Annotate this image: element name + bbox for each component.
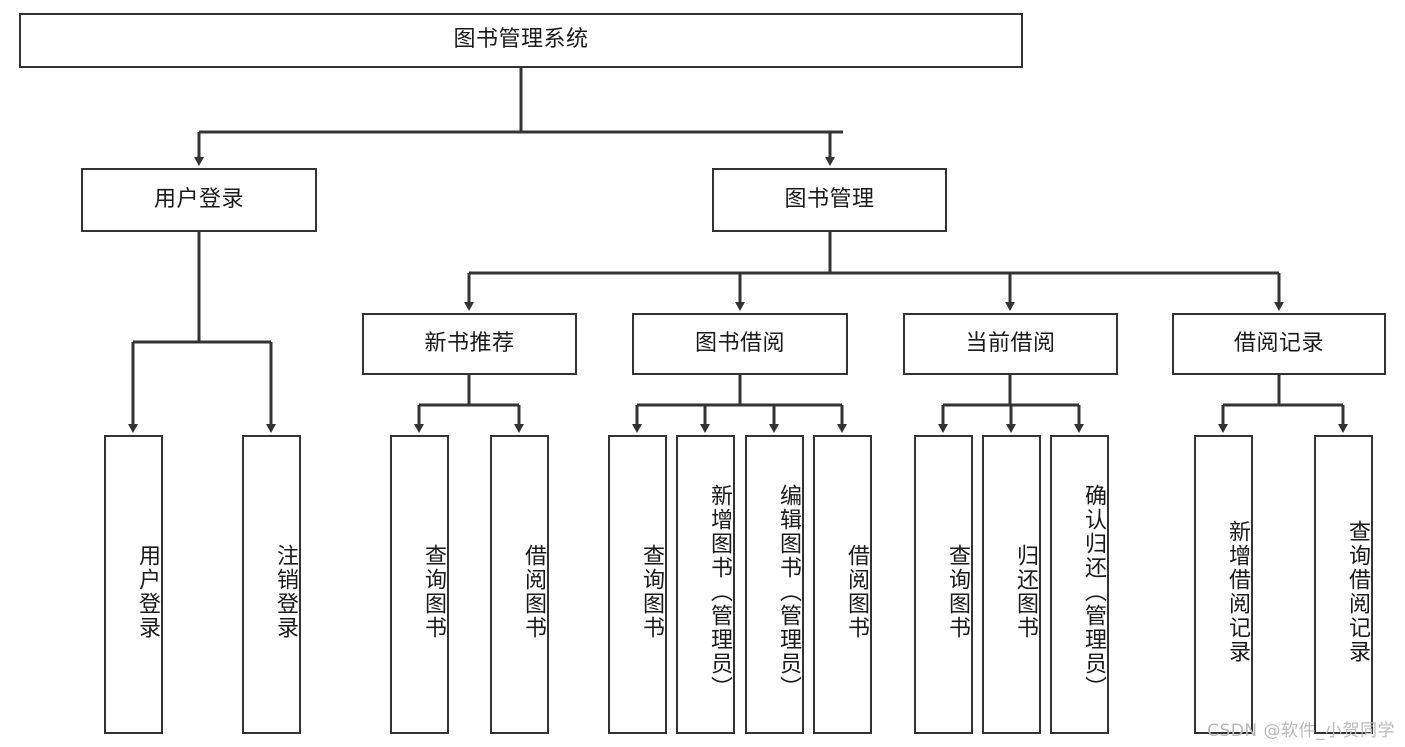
node-leaf-query-record[interactable]: 查询借阅记录 <box>1314 435 1373 734</box>
node-leaf-return-book-label: 归还图书 <box>1013 543 1038 640</box>
node-leaf-borrow-book-1-label: 借阅图书 <box>521 543 546 640</box>
node-leaf-query-book-1[interactable]: 查询图书 <box>390 435 449 734</box>
node-borrow-record-label: 借阅记录 <box>1233 330 1324 356</box>
node-current-borrow-label: 当前借阅 <box>965 330 1056 356</box>
node-leaf-return-book[interactable]: 归还图书 <box>982 435 1041 734</box>
node-root[interactable]: 图书管理系统 <box>19 13 1023 68</box>
node-leaf-add-book[interactable]: 新增图书（管理员） <box>676 435 735 734</box>
node-book-manage-label: 图书管理 <box>784 186 875 212</box>
node-leaf-edit-book[interactable]: 编辑图书（管理员） <box>745 435 804 734</box>
node-leaf-add-book-label: 新增图书（管理员） <box>707 483 732 700</box>
node-book-manage[interactable]: 图书管理 <box>712 168 947 232</box>
node-current-borrow[interactable]: 当前借阅 <box>903 313 1118 375</box>
node-leaf-logout-label: 注销登录 <box>273 543 298 640</box>
node-leaf-edit-book-label: 编辑图书（管理员） <box>776 483 801 700</box>
node-leaf-query-book-1-label: 查询图书 <box>421 543 446 640</box>
node-new-book-rec-label: 新书推荐 <box>424 330 515 356</box>
node-leaf-confirm-return[interactable]: 确认归还（管理员） <box>1050 435 1109 734</box>
node-leaf-borrow-book-1[interactable]: 借阅图书 <box>490 435 549 734</box>
node-leaf-query-book-3-label: 查询图书 <box>945 543 970 640</box>
node-leaf-user-login[interactable]: 用户登录 <box>104 435 163 734</box>
node-user-login-label: 用户登录 <box>153 186 244 212</box>
node-leaf-user-login-label: 用户登录 <box>135 543 160 640</box>
node-borrow-record[interactable]: 借阅记录 <box>1172 313 1386 375</box>
node-leaf-borrow-book-2[interactable]: 借阅图书 <box>813 435 872 734</box>
node-user-login[interactable]: 用户登录 <box>81 168 317 232</box>
node-book-borrow-label: 图书借阅 <box>694 330 785 356</box>
node-root-label: 图书管理系统 <box>453 27 589 53</box>
node-book-borrow[interactable]: 图书借阅 <box>632 313 848 375</box>
node-leaf-borrow-book-2-label: 借阅图书 <box>844 543 869 640</box>
node-leaf-query-record-label: 查询借阅记录 <box>1345 519 1370 664</box>
node-leaf-add-record-label: 新增借阅记录 <box>1225 519 1250 664</box>
node-leaf-confirm-return-label: 确认归还（管理员） <box>1081 483 1106 700</box>
node-leaf-query-book-2-label: 查询图书 <box>639 543 664 640</box>
node-leaf-query-book-3[interactable]: 查询图书 <box>914 435 973 734</box>
watermark-text: CSDN @软件_小贺同学 <box>1207 721 1395 741</box>
node-leaf-add-record[interactable]: 新增借阅记录 <box>1194 435 1253 734</box>
node-leaf-query-book-2[interactable]: 查询图书 <box>608 435 667 734</box>
node-new-book-rec[interactable]: 新书推荐 <box>362 313 577 375</box>
node-leaf-logout[interactable]: 注销登录 <box>242 435 301 734</box>
